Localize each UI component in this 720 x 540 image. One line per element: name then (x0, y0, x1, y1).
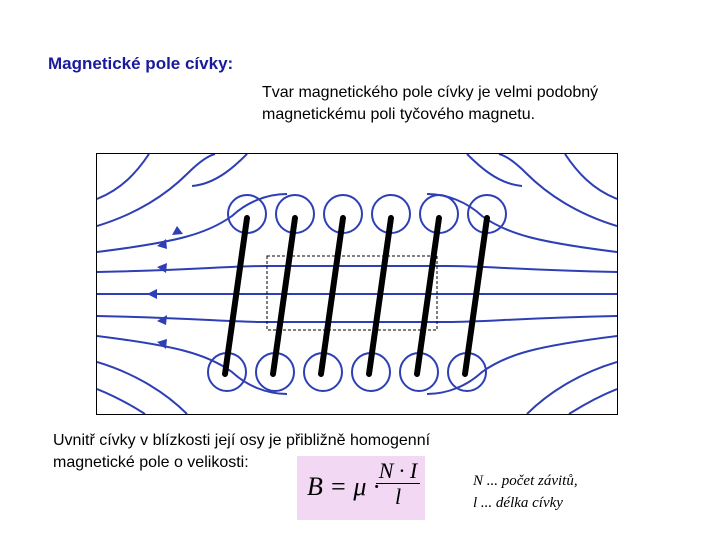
formula-denominator: l (394, 484, 402, 509)
formula-legend: N ... počet závitů, l ... délka cívky (473, 470, 578, 514)
intro-text: Tvar magnetického pole cívky je velmi po… (262, 82, 598, 126)
coil-windings (222, 215, 490, 377)
coil-interior-box (266, 255, 438, 331)
intro-line: magnetickému poli tyčového magnetu. (262, 106, 536, 123)
page-title: Magnetické pole cívky: (48, 54, 234, 73)
legend-line: N ... počet závitů, (473, 473, 578, 489)
legend-line: l ... délka cívky (473, 495, 563, 511)
formula-fraction: N · I l (373, 458, 423, 510)
field-arrows (147, 226, 183, 349)
formula-box: B = μ · N · I l (297, 456, 425, 520)
outer-field-lines (97, 154, 617, 414)
bottom-line: magnetické pole o velikosti: (53, 454, 249, 471)
intro-line: Tvar magnetického pole cívky je velmi po… (262, 84, 599, 101)
bottom-line: Uvnitř cívky v blízkosti její osy je při… (53, 432, 431, 449)
bottom-text: Uvnitř cívky v blízkosti její osy je při… (53, 430, 430, 474)
wire-loops (207, 194, 507, 392)
coil-field-diagram (96, 153, 618, 415)
formula-lhs: B = μ · (307, 472, 380, 501)
formula-numerator: N · I (375, 458, 421, 484)
